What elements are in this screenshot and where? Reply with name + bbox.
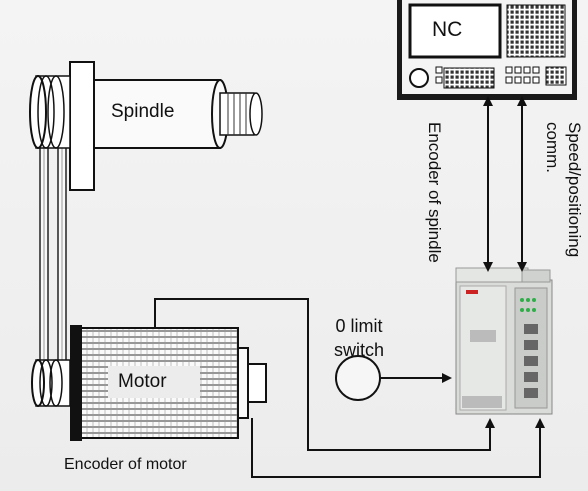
nc-label: NC — [432, 18, 463, 41]
nc-controller — [397, 0, 577, 100]
limit-switch-label-line1: 0 limit — [335, 316, 383, 336]
nc-keypad — [506, 4, 566, 58]
limit-switch-label-line2: switch — [334, 340, 385, 360]
motor-encoder-line — [251, 418, 545, 478]
motor-label: Motor — [118, 371, 167, 392]
encoder-of-motor-label: Encoder of motor — [64, 456, 187, 473]
spindle — [29, 61, 263, 191]
spindle-flange — [69, 61, 95, 191]
servo-drive — [455, 267, 553, 415]
speed-positioning-label-line1: Speed/positioning — [565, 122, 584, 258]
motor-flange — [70, 325, 82, 441]
encoder-of-spindle-label: Encoder of spindle — [425, 122, 444, 263]
motor-label-bg — [108, 366, 200, 398]
motor-power-line — [154, 298, 495, 451]
motor-shaft — [247, 363, 267, 403]
limit-switch — [335, 355, 381, 401]
speed-positioning-label: Speed/positioning comm. — [541, 122, 585, 257]
nc-screen — [408, 3, 502, 59]
motor — [31, 325, 267, 441]
nc-knob — [409, 68, 429, 88]
speed-positioning-label-line2: comm. — [543, 122, 562, 173]
connections — [154, 96, 545, 478]
spindle-label: Spindle — [111, 101, 175, 122]
limit-switch-label: 0 limit switch — [334, 314, 384, 362]
